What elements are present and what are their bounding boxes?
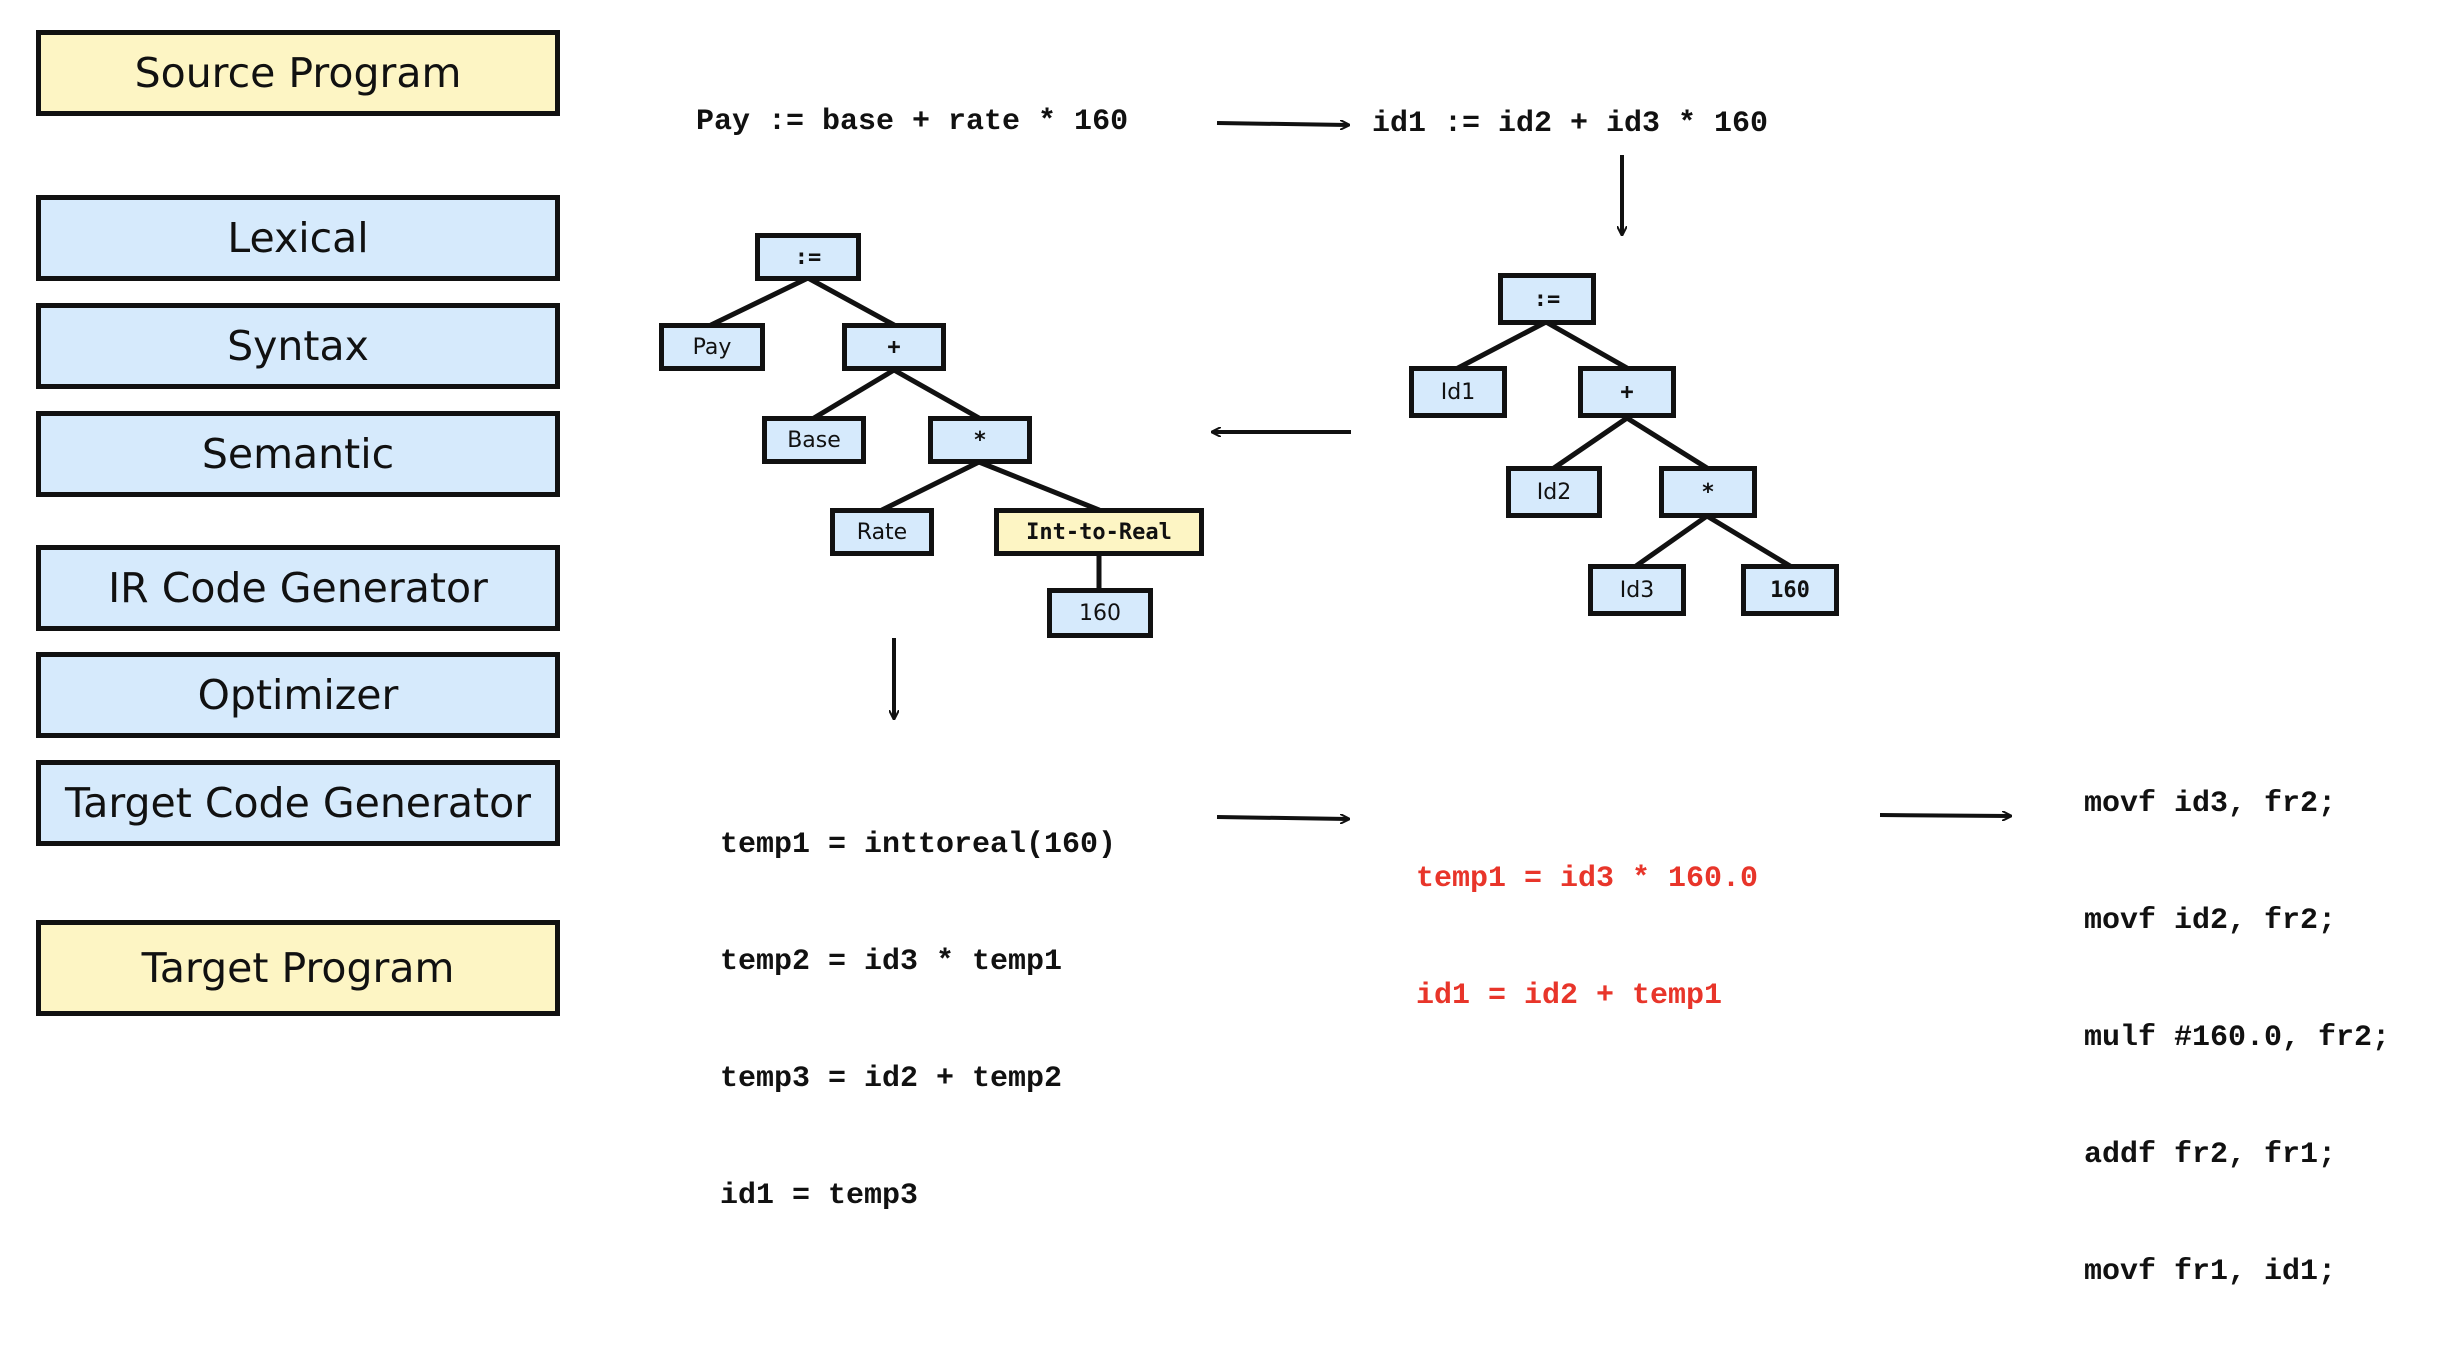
- ir-code-line: temp1 = inttoreal(160): [720, 828, 1117, 862]
- target-code-line: movf id2, fr2;: [2084, 904, 2337, 938]
- ir-code-line: temp3 = id2 + temp2: [720, 1062, 1063, 1096]
- edge-times-160: [1704, 513, 1793, 569]
- target-code-line: movf id3, fr2;: [2084, 787, 2337, 821]
- compiler-phases-diagram: Source Program Lexical Syntax Semantic I…: [36, 0, 2442, 1289]
- phase-semantic: Semantic: [36, 411, 560, 497]
- semantic-tree-plus-node: +: [842, 323, 946, 371]
- semantic-tree-times-node: *: [928, 416, 1032, 464]
- edge-plus-base: [811, 367, 897, 421]
- semantic-tree-int-to-real-node: Int-to-Real: [994, 508, 1204, 556]
- target-code-line: movf fr1, id1;: [2084, 1255, 2337, 1289]
- ir-code-line: id1 = temp3: [720, 1179, 919, 1213]
- syntax-tree-id2-node: Id2: [1506, 466, 1602, 518]
- semantic-tree-160-node: 160: [1047, 588, 1153, 638]
- arrow-codegen: [1879, 815, 2010, 816]
- token-statement: id1 := id2 + id3 * 160: [1372, 107, 1769, 141]
- edge-times-rate: [879, 459, 982, 513]
- source-program-box: Source Program: [36, 30, 560, 116]
- optimized-code-line: temp1 = id3 * 160.0: [1416, 862, 1759, 896]
- semantic-tree-pay-node: Pay: [659, 323, 765, 371]
- syntax-tree-plus-node: +: [1578, 366, 1676, 418]
- semantic-tree-assign-node: :=: [755, 233, 861, 281]
- syntax-tree-160-node: 160: [1741, 564, 1839, 616]
- source-statement: Pay := base + rate * 160: [696, 105, 1129, 139]
- arrow-optimize: [1216, 817, 1348, 819]
- phase-optimizer: Optimizer: [36, 652, 560, 738]
- connectors: [708, 0, 2442, 1054]
- phase-syntax: Syntax: [36, 303, 560, 389]
- edge-plus-times: [891, 367, 982, 421]
- edge-assign-pay: [708, 275, 811, 328]
- optimized-code-block: temp1 = id3 * 160.0 id1 = id2 + temp1: [1416, 782, 1758, 1094]
- target-code-line: mulf #160.0, fr2;: [2084, 1021, 2391, 1055]
- semantic-tree-rate-node: Rate: [830, 508, 934, 556]
- semantic-tree-base-node: Base: [762, 416, 866, 464]
- target-program-box: Target Program: [36, 920, 560, 1016]
- edge-assign-plus: [805, 275, 897, 328]
- edge-plus-times2: [1624, 415, 1710, 471]
- arrow-lexing: [1216, 123, 1348, 125]
- edge-times-id3: [1633, 513, 1710, 569]
- edge-assign-plus2: [1543, 319, 1630, 371]
- ir-code-block: temp1 = inttoreal(160) temp2 = id3 * tem…: [720, 748, 1116, 1294]
- edge-assign-id1: [1455, 319, 1549, 371]
- syntax-tree-assign-node: :=: [1498, 273, 1596, 325]
- phase-lexical: Lexical: [36, 195, 560, 281]
- phase-target-code-generator: Target Code Generator: [36, 760, 560, 846]
- syntax-tree-id3-node: Id3: [1588, 564, 1686, 616]
- edge-times-conv: [976, 459, 1102, 513]
- syntax-tree-times-node: *: [1659, 466, 1757, 518]
- edge-plus-id2: [1551, 415, 1630, 471]
- target-code-line: addf fr2, fr1;: [2084, 1138, 2337, 1172]
- phase-ir-code-generator: IR Code Generator: [36, 545, 560, 631]
- target-code-block: movf id3, fr2; movf id2, fr2; mulf #160.…: [2084, 707, 2390, 1370]
- optimized-code-line: id1 = id2 + temp1: [1416, 979, 1723, 1013]
- syntax-tree-id1-node: Id1: [1409, 366, 1507, 418]
- ir-code-line: temp2 = id3 * temp1: [720, 945, 1063, 979]
